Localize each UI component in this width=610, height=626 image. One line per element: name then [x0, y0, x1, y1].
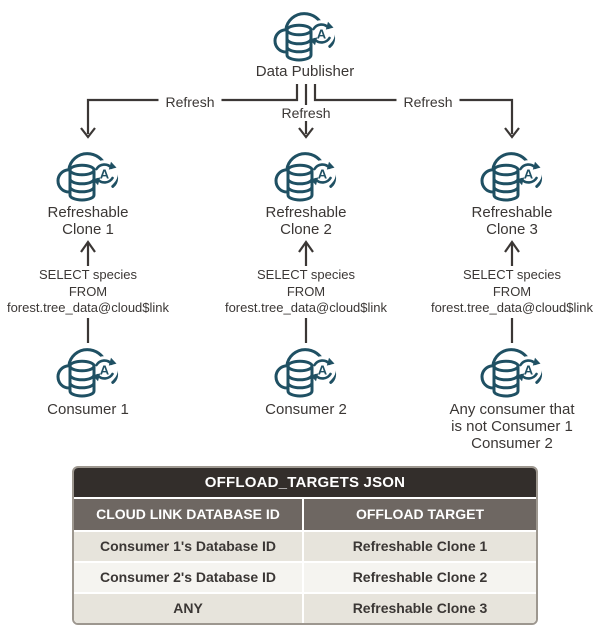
arrowhead-up-3: [504, 240, 520, 253]
column-header-cloud-link-database-id: CLOUD LINK DATABASE ID: [74, 499, 302, 530]
table-row: Refreshable Clone 3: [304, 594, 536, 623]
consumer-any-icon: [480, 343, 544, 399]
consumer-2-label: Consumer 2: [265, 401, 347, 418]
table-title: OFFLOAD_TARGETS JSON: [74, 468, 536, 497]
consumer-any-label: Any consumer that is not Consumer 1 Cons…: [449, 401, 575, 452]
refresh-label-middle: Refresh: [274, 105, 338, 121]
refreshable-clone-2-icon: [274, 147, 338, 203]
refreshable-clone-1-icon: [56, 147, 120, 203]
arrowhead-down-right: [504, 127, 520, 139]
query-text-1: SELECT species FROM forest.tree_data@clo…: [0, 266, 196, 318]
arrowhead-down-left: [80, 127, 96, 139]
table-row: ANY: [74, 594, 302, 623]
table-row: Refreshable Clone 1: [304, 532, 536, 561]
column-header-offload-target: OFFLOAD TARGET: [304, 499, 536, 530]
table-row: Refreshable Clone 2: [304, 563, 536, 592]
refresh-label-left: Refresh: [158, 94, 222, 110]
refreshable-clone-1-label: Refreshable Clone 1: [47, 204, 129, 238]
data-publisher-label: Data Publisher: [255, 63, 355, 80]
refreshable-clone-2-label: Refreshable Clone 2: [265, 204, 347, 238]
table-row: Consumer 1's Database ID: [74, 532, 302, 561]
query-text-2: SELECT species FROM forest.tree_data@clo…: [198, 266, 414, 318]
data-publisher-icon: [273, 7, 337, 63]
arrowhead-up-1: [80, 240, 96, 253]
query-text-3: SELECT species FROM forest.tree_data@clo…: [404, 266, 610, 318]
refreshable-clone-3-icon: [480, 147, 544, 203]
consumer-1-icon: [56, 343, 120, 399]
arrowhead-down-middle: [298, 127, 314, 139]
arrowhead-up-2: [298, 240, 314, 253]
consumer-1-label: Consumer 1: [47, 401, 129, 418]
refresh-label-right: Refresh: [396, 94, 460, 110]
consumer-2-icon: [274, 343, 338, 399]
refreshable-clone-3-label: Refreshable Clone 3: [471, 204, 553, 238]
table-row: Consumer 2's Database ID: [74, 563, 302, 592]
offload-targets-table: OFFLOAD_TARGETS JSON CLOUD LINK DATABASE…: [72, 466, 538, 625]
